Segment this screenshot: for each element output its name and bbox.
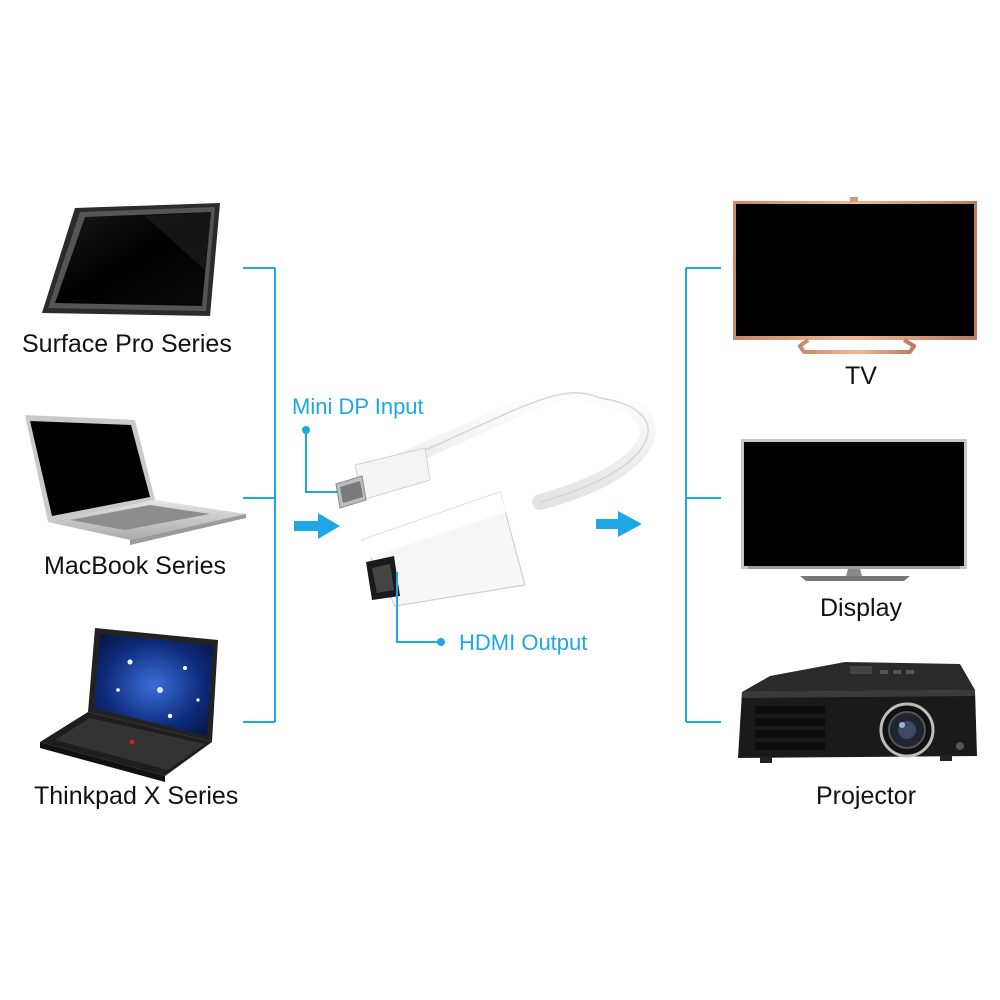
source-label-macbook: MacBook Series [44,552,227,580]
output-arrow-icon [596,511,642,537]
tv-icon [733,197,977,354]
mini-dp-callout-dot [302,426,310,434]
hdmi-callout-dot [437,638,445,646]
output-label-display: Display [820,594,902,622]
output-bracket [685,267,721,723]
output-label-projector: Projector [816,782,917,810]
output-label-tv: TV [845,362,877,390]
adapter-output-label: HDMI Output [459,630,588,655]
projector-icon [738,662,977,763]
monitor-icon [741,439,967,581]
mini-dp-callout [305,430,338,493]
input-arrow-icon [294,513,340,539]
adapter-input-label: Mini DP Input [292,394,424,419]
tablet-icon [42,203,220,316]
macbook-icon [25,415,246,545]
thinkpad-icon [40,628,218,782]
source-bracket [243,267,276,723]
hdmi-callout [396,572,441,643]
mini-dp-to-hdmi-adapter-icon [335,384,656,607]
source-label-surface: Surface Pro Series [22,330,232,358]
source-label-thinkpad: Thinkpad X Series [34,782,239,810]
